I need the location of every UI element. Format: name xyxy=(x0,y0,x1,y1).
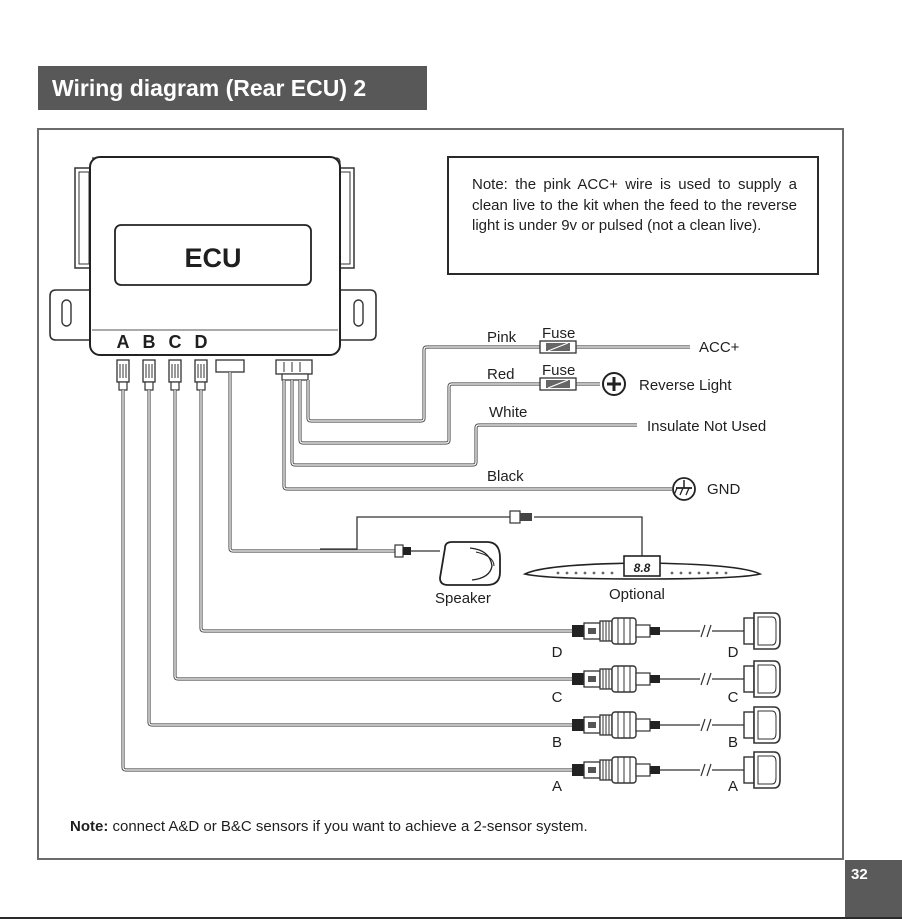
sensor-b-plug xyxy=(571,711,661,739)
cable-break-d xyxy=(700,624,712,638)
wire-black-label: Black xyxy=(487,468,524,485)
port-a-connector xyxy=(116,359,130,391)
sensor-d-left-label: D xyxy=(552,644,563,661)
fuse-pink xyxy=(539,340,577,354)
wire-white-label: White xyxy=(489,404,527,421)
page-title: Wiring diagram (Rear ECU) 2 xyxy=(38,66,427,110)
sensor-a-icon xyxy=(743,751,781,789)
display-cable xyxy=(320,516,643,556)
fuse-pink-label: Fuse xyxy=(542,325,575,342)
cable-break-a xyxy=(700,763,712,777)
port-b-connector xyxy=(142,359,156,391)
sensor-b-right-label: B xyxy=(728,734,738,751)
reverse-light-label: Reverse Light xyxy=(639,377,732,394)
ecu-label: ECU xyxy=(184,243,241,273)
sensor-a-left-label: A xyxy=(552,778,562,795)
sensor-a-right-label: A xyxy=(728,778,738,795)
fuse-red xyxy=(539,377,577,391)
cable-break-b xyxy=(700,718,712,732)
speaker-icon xyxy=(439,541,501,586)
led-display xyxy=(522,555,763,580)
diagram-frame xyxy=(37,128,844,860)
fuse-red-label: Fuse xyxy=(542,362,575,379)
port-c-connector xyxy=(168,359,182,391)
sensor-d-plug xyxy=(571,617,661,645)
speaker-inline-connector xyxy=(394,544,411,558)
wire-red-label: Red xyxy=(487,366,515,383)
sensor-b-icon xyxy=(743,706,781,744)
sensor-b-left-label: B xyxy=(552,734,562,751)
ecu-unit xyxy=(49,156,377,356)
ground-icon xyxy=(672,477,696,501)
cable-break-c xyxy=(700,672,712,686)
sensor-a-plug xyxy=(571,756,661,784)
sensor-c-icon xyxy=(743,660,781,698)
page-number: 32 xyxy=(845,860,902,918)
speaker-label: Speaker xyxy=(435,590,491,607)
bottom-note-prefix: Note: xyxy=(70,818,109,835)
insulate-label: Insulate Not Used xyxy=(647,418,766,435)
gnd-label: GND xyxy=(707,481,741,498)
speaker-port-connector xyxy=(215,359,245,373)
display-readout: 8.8 xyxy=(634,561,651,575)
wire-pink-label: Pink xyxy=(487,329,517,346)
bottom-note: Note: connect A&D or B&C sensors if you … xyxy=(70,818,588,835)
sensor-d-icon xyxy=(743,612,781,650)
bottom-note-text: connect A&D or B&C sensors if you want t… xyxy=(112,818,588,835)
ecu-port-b-label: B xyxy=(143,332,156,352)
bottom-rule xyxy=(0,917,902,919)
ecu-port-d-label: D xyxy=(195,332,208,352)
power-harness-connector xyxy=(275,359,313,375)
sensor-c-right-label: C xyxy=(728,689,739,706)
port-d-connector xyxy=(194,359,208,391)
ecu-port-c-label: C xyxy=(169,332,182,352)
acc-terminal-label: ACC+ xyxy=(699,339,740,356)
ecu-port-a-label: A xyxy=(117,332,130,352)
display-inline-connector xyxy=(509,510,532,524)
note-box: Note: the pink ACC+ wire is used to supp… xyxy=(447,156,819,275)
sensor-c-left-label: C xyxy=(552,689,563,706)
sensor-d-right-label: D xyxy=(728,644,739,661)
sensor-c-plug xyxy=(571,665,661,693)
display-optional-label: Optional xyxy=(609,586,665,603)
plus-terminal-icon xyxy=(602,372,626,396)
